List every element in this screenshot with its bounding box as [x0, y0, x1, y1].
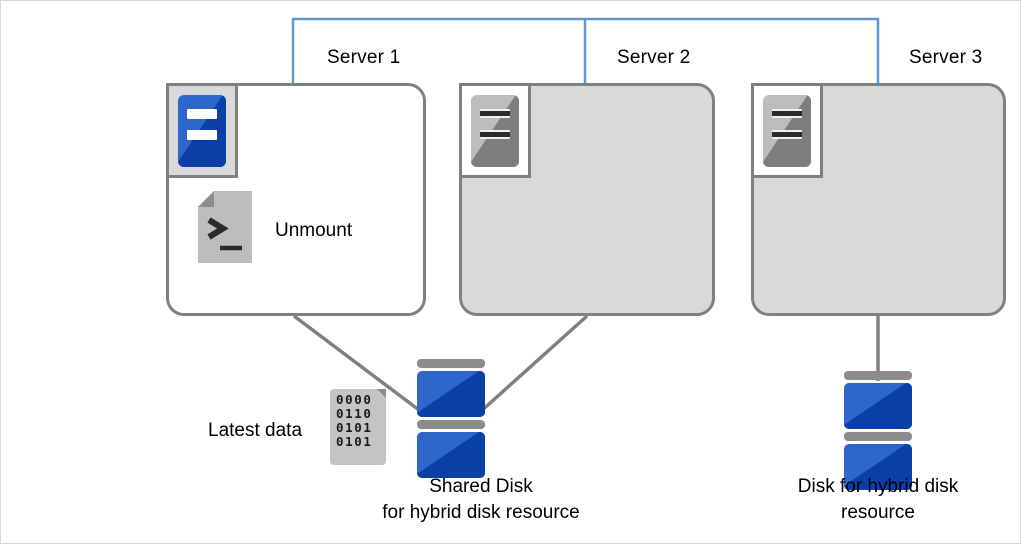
disk-band-top — [417, 359, 485, 368]
server-label-3: Server 3 — [909, 47, 983, 68]
disk-platter-upper — [844, 383, 912, 429]
server-icon-bar-bottom — [480, 129, 510, 139]
binary-row: 0101 — [336, 420, 373, 435]
hybrid-disk-caption-line-1: Disk for hybrid disk — [797, 476, 959, 497]
server-icon-badge-3 — [751, 83, 823, 178]
server-icon-bar-bottom — [187, 129, 217, 140]
disk-platter-lower — [844, 444, 912, 490]
latest-data-label: Latest data — [208, 420, 303, 441]
terminal-script-icon — [198, 191, 252, 263]
server-icon-bar-top — [480, 108, 510, 118]
server-icon-badge-1 — [166, 83, 238, 178]
disk-platter-upper — [417, 371, 485, 417]
shared-disk-caption: Shared Disk for hybrid disk resource — [331, 474, 631, 526]
server-icon-badge-2 — [459, 83, 531, 178]
server-icon — [763, 94, 811, 167]
server-icon — [178, 94, 226, 167]
server-icon-bar-top — [187, 108, 217, 119]
disk-stack-icon-shared[interactable] — [417, 359, 485, 478]
disk-stack-icon-hybrid[interactable] — [844, 371, 912, 490]
server-icon-bar-bottom — [772, 129, 802, 139]
binary-row: 0101 — [336, 434, 373, 449]
server-label-2: Server 2 — [617, 47, 691, 68]
unmount-action-label: Unmount — [275, 220, 353, 241]
binary-row: 0110 — [336, 406, 373, 421]
disk-band-top — [844, 371, 912, 380]
disk-platter-lower — [417, 432, 485, 478]
hybrid-disk-caption-line-2: resource — [841, 502, 915, 523]
binary-block-corner-fold — [377, 389, 386, 398]
shared-disk-caption-line-2: for hybrid disk resource — [382, 502, 580, 523]
binary-data-block: 0000 0110 0101 0101 — [330, 389, 386, 465]
hybrid-disk-caption: Disk for hybrid disk resource — [728, 474, 1020, 526]
server-icon — [471, 94, 519, 167]
shared-disk-caption-line-1: Shared Disk — [429, 476, 533, 497]
server-icon-bar-top — [772, 108, 802, 118]
disk-band-middle — [417, 420, 485, 429]
disk-band-middle — [844, 432, 912, 441]
server-label-1: Server 1 — [327, 47, 401, 68]
binary-row: 0000 — [336, 392, 373, 407]
